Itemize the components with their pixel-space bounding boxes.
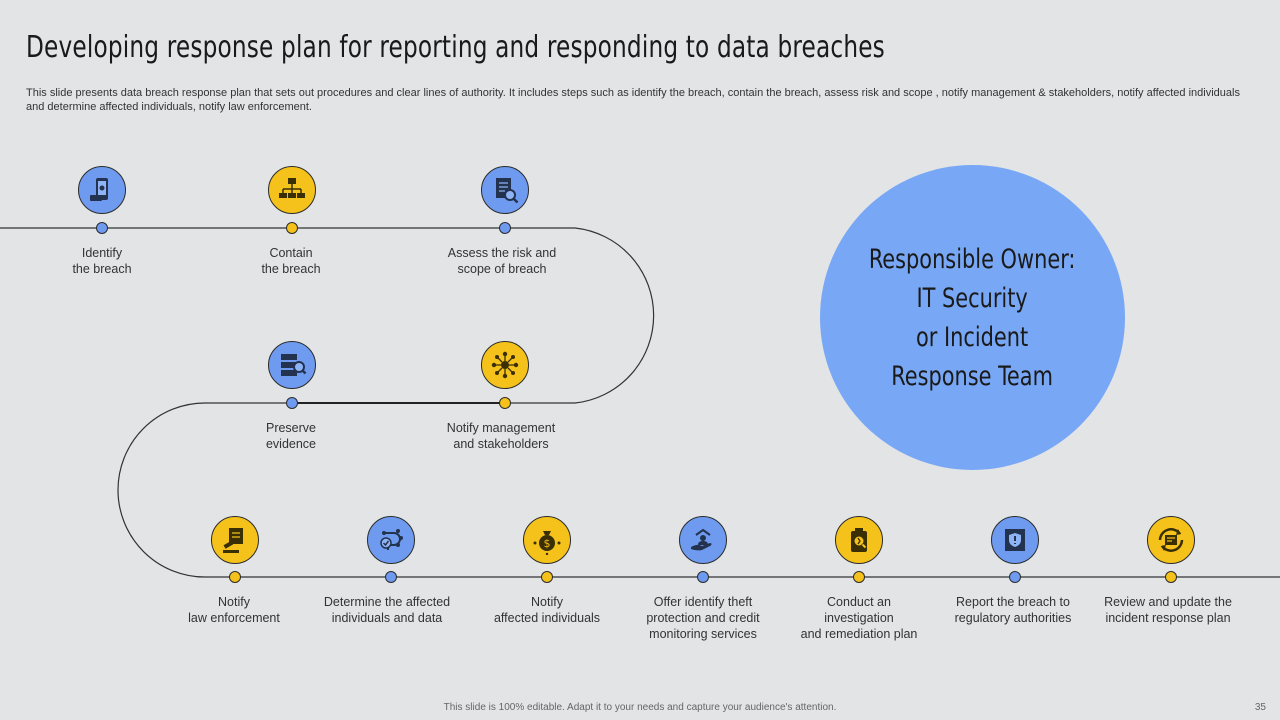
step-marker — [541, 571, 553, 583]
money-bag-icon: $ — [523, 516, 571, 564]
page-number: 35 — [1254, 702, 1266, 713]
hand-protection-icon — [679, 516, 727, 564]
step-marker — [286, 222, 298, 234]
investigation-icon — [835, 516, 883, 564]
footer-note: This slide is 100% editable. Adapt it to… — [443, 702, 837, 713]
responsible-owner-circle: Responsible Owner: IT Security or Incide… — [820, 165, 1125, 470]
step-label-report-regulators: Report the breach to regulatory authorit… — [954, 595, 1072, 625]
step-label-determine: Determine the affected individuals and d… — [323, 595, 451, 625]
step-label-review-plan: Review and update the incident response … — [1104, 595, 1232, 625]
step-label-notify-affected: Notify affected individuals — [493, 595, 601, 625]
step-marker — [385, 571, 397, 583]
step-label-notify-management: Notify management and stakeholders — [446, 421, 556, 451]
step-marker — [1009, 571, 1021, 583]
step-label-offer-protection: Offer identify theft protection and cred… — [646, 595, 760, 641]
brain-check-icon — [367, 516, 415, 564]
step-marker — [1165, 571, 1177, 583]
step-label-identify: Identify the breach — [72, 246, 132, 276]
legal-gavel-icon — [211, 516, 259, 564]
step-label-investigation: Conduct an investigation and remediation… — [800, 595, 918, 641]
step-marker — [853, 571, 865, 583]
svg-text:$: $ — [544, 537, 551, 550]
shield-report-icon — [991, 516, 1039, 564]
server-search-icon — [268, 341, 316, 389]
mobile-security-icon — [78, 166, 126, 214]
network-hierarchy-icon — [268, 166, 316, 214]
review-plan-icon — [1147, 516, 1195, 564]
step-marker — [697, 571, 709, 583]
step-label-law-enforcement: Notify law enforcement — [188, 595, 280, 625]
slide-title: Developing response plan for reporting a… — [26, 30, 885, 65]
responsible-owner-text: Responsible Owner: IT Security or Incide… — [869, 243, 1076, 392]
document-search-icon — [481, 166, 529, 214]
step-marker — [286, 397, 298, 409]
step-marker — [96, 222, 108, 234]
slide-subtitle: This slide presents data breach response… — [26, 87, 1240, 113]
step-marker — [229, 571, 241, 583]
step-marker — [499, 222, 511, 234]
step-label-contain: Contain the breach — [261, 246, 321, 276]
step-label-assess: Assess the risk and scope of breach — [447, 246, 557, 276]
stakeholder-network-icon — [481, 341, 529, 389]
step-label-preserve: Preserve evidence — [265, 421, 317, 451]
step-marker — [499, 397, 511, 409]
